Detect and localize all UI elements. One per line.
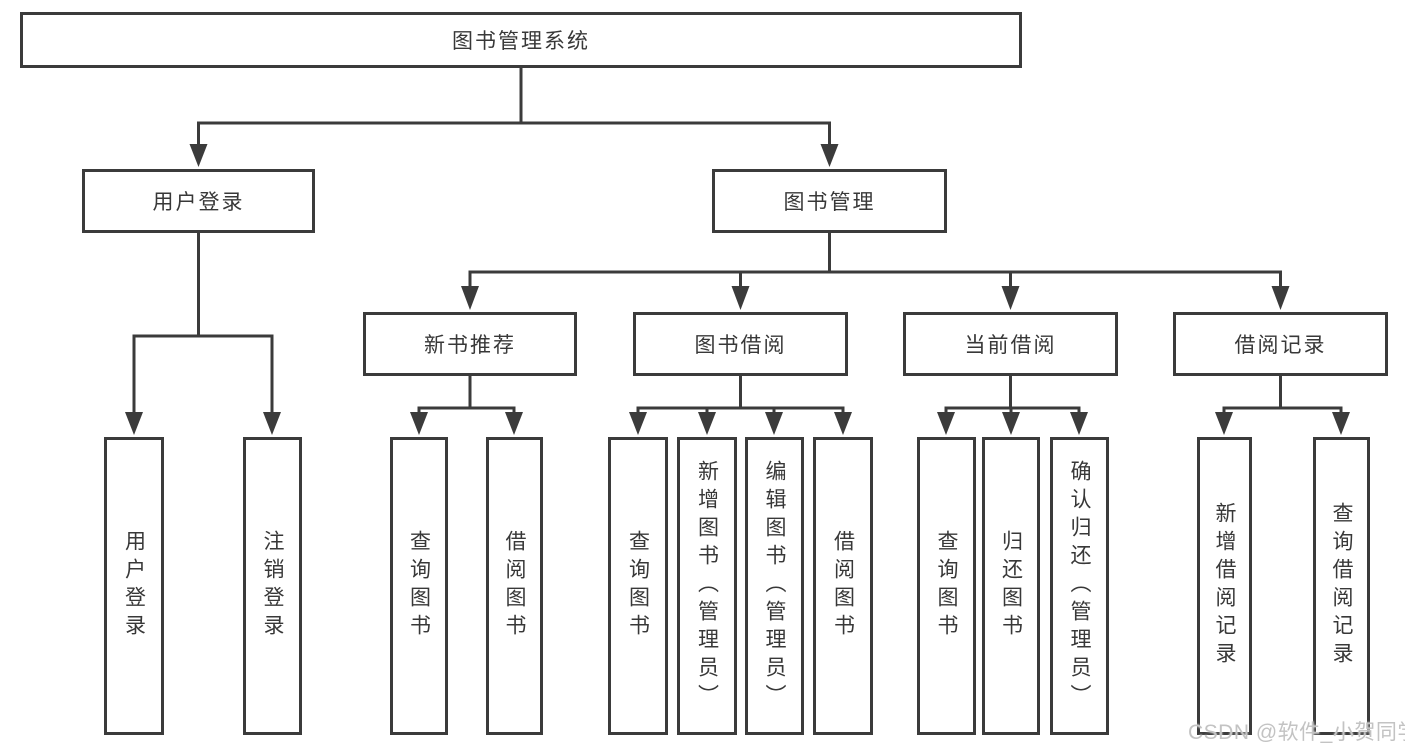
node-library-system: 图书管理系统 bbox=[20, 12, 1022, 68]
csdn-watermark: CSDN @软件_小贺同学 bbox=[1188, 721, 1405, 744]
leaf-query-borrow-record: 查询借阅记录 bbox=[1313, 437, 1370, 735]
leaf-edit-book-admin: 编辑图书（管理员） bbox=[745, 437, 804, 735]
leaf-query-books-current: 查询图书 bbox=[917, 437, 976, 735]
node-book-management: 图书管理 bbox=[712, 169, 947, 233]
node-new-book-recommendation: 新书推荐 bbox=[363, 312, 577, 376]
leaf-borrow-books-recommend: 借阅图书 bbox=[486, 437, 543, 735]
leaf-add-book-admin: 新增图书（管理员） bbox=[677, 437, 737, 735]
leaf-return-book: 归还图书 bbox=[982, 437, 1040, 735]
leaf-logout: 注销登录 bbox=[243, 437, 302, 735]
leaf-confirm-return-admin: 确认归还（管理员） bbox=[1050, 437, 1109, 735]
leaf-user-login: 用户登录 bbox=[104, 437, 164, 735]
leaf-add-borrow-record: 新增借阅记录 bbox=[1197, 437, 1252, 735]
node-user-login: 用户登录 bbox=[82, 169, 315, 233]
node-current-borrowing: 当前借阅 bbox=[903, 312, 1118, 376]
leaf-query-books-recommend: 查询图书 bbox=[390, 437, 448, 735]
leaf-borrow-books-borrowing: 借阅图书 bbox=[813, 437, 873, 735]
node-borrowing-records: 借阅记录 bbox=[1173, 312, 1388, 376]
leaf-query-books-borrowing: 查询图书 bbox=[608, 437, 668, 735]
node-book-borrowing: 图书借阅 bbox=[633, 312, 848, 376]
